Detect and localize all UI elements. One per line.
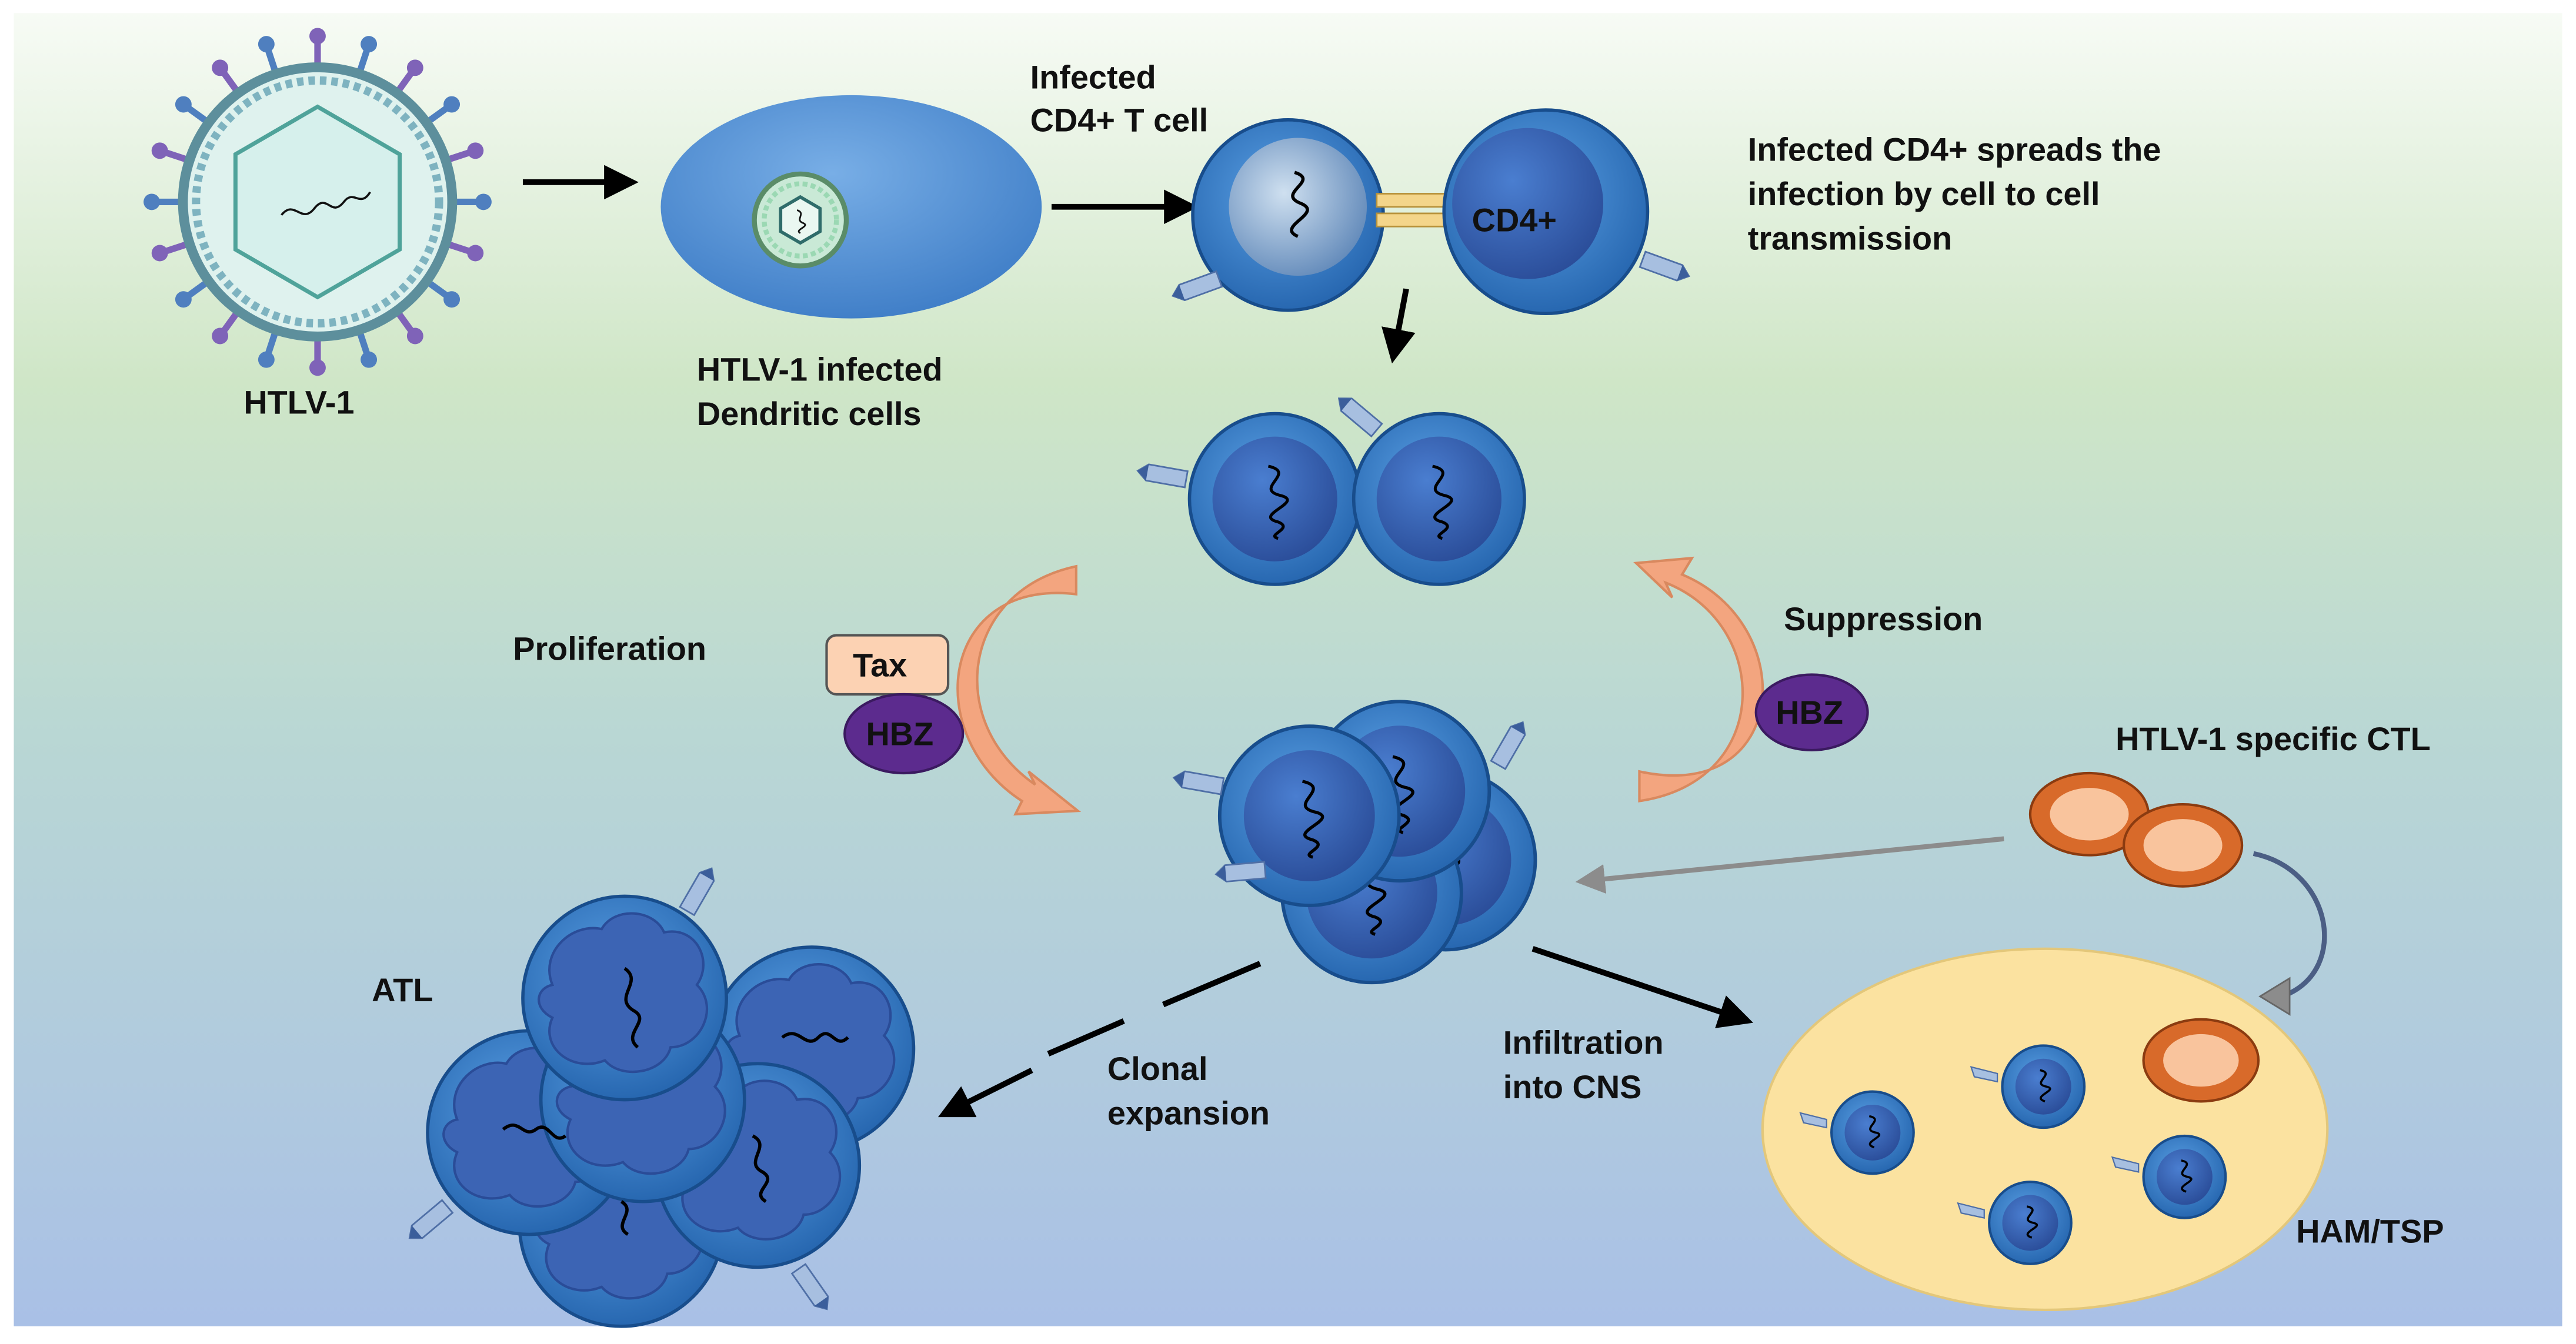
ham-tsp-label: HAM/TSP bbox=[2296, 1212, 2444, 1249]
spread-text-line1: Infected CD4+ spreads the bbox=[1748, 131, 2161, 168]
cns-ctl-cell bbox=[2142, 1018, 2260, 1103]
virion-spike-head bbox=[212, 59, 229, 76]
virion-spike-head bbox=[309, 359, 326, 376]
arrow-down-to-pair bbox=[1382, 288, 1416, 364]
virion-spike-head bbox=[212, 327, 229, 345]
virion-spike-head bbox=[309, 28, 326, 45]
infiltration-arrow bbox=[1531, 946, 1754, 1028]
infected-label-line2: CD4+ T cell bbox=[1030, 101, 1209, 138]
virion-spike-head bbox=[361, 36, 378, 53]
proliferation-arrow bbox=[956, 564, 1082, 816]
spread-text-line3: transmission bbox=[1748, 219, 1952, 256]
virion-spike-head bbox=[151, 142, 168, 159]
hbz-right-label: HBZ bbox=[1776, 694, 1843, 731]
hbz-left-badge bbox=[843, 693, 965, 775]
infected-virion-icon bbox=[752, 171, 849, 269]
clonal-expansion-arrow bbox=[943, 961, 1262, 1115]
virion-spike-head bbox=[144, 193, 160, 210]
ctl-cells bbox=[2028, 771, 2244, 888]
infiltration-label-line2: into CNS bbox=[1503, 1068, 1642, 1105]
ctl-to-cns-arrowhead bbox=[2258, 977, 2291, 1016]
atl-label: ATL bbox=[372, 971, 433, 1008]
tax-label: Tax bbox=[853, 646, 907, 683]
virion-spike-head bbox=[406, 327, 423, 345]
hbz-right-badge bbox=[1754, 673, 1869, 752]
spread-text-line2: infection by cell to cell bbox=[1748, 175, 2100, 212]
ctl-label: HTLV-1 specific CTL bbox=[2115, 720, 2431, 757]
target-cd4-cell bbox=[1442, 108, 1693, 316]
cd4-label: CD4+ bbox=[1472, 202, 1557, 239]
tax-box bbox=[825, 634, 950, 696]
virion-spike-head bbox=[151, 245, 168, 262]
dc-label-line2: Dendritic cells bbox=[697, 395, 922, 432]
htlv1-virion-icon bbox=[144, 28, 492, 376]
virion-spike-head bbox=[361, 351, 378, 368]
suppression-arrow bbox=[1633, 556, 1764, 803]
infected-cd4-cell bbox=[1169, 118, 1385, 312]
clonal-label-line2: expansion bbox=[1107, 1094, 1270, 1131]
infiltration-label-line1: Infiltration bbox=[1503, 1024, 1664, 1061]
hbz-left-label: HBZ bbox=[866, 716, 933, 753]
clonal-label-line1: Clonal bbox=[1107, 1050, 1208, 1087]
infected-label-line1: Infected bbox=[1030, 59, 1156, 96]
virion-spike-head bbox=[443, 291, 461, 308]
virion-spike-head bbox=[443, 96, 461, 113]
ctl-attack-arrow bbox=[1575, 836, 2004, 894]
suppression-label: Suppression bbox=[1784, 600, 1983, 637]
virion-spike-head bbox=[406, 59, 423, 76]
dendritic-cell bbox=[660, 95, 1042, 319]
htlv1-label: HTLV-1 bbox=[243, 384, 354, 421]
virion-spike-head bbox=[475, 193, 492, 210]
virion-spike-head bbox=[175, 291, 192, 308]
atl-tumour-cluster bbox=[403, 863, 913, 1326]
virion-spike-head bbox=[467, 142, 484, 159]
synapse-bridge bbox=[1376, 193, 1453, 228]
proliferation-label: Proliferation bbox=[513, 630, 706, 667]
ctl-to-cns-arrow bbox=[2253, 851, 2327, 997]
virion-spike-head bbox=[175, 96, 192, 113]
virion-spike-head bbox=[258, 36, 275, 53]
virion-spike-head bbox=[258, 351, 275, 368]
dc-label-line1: HTLV-1 infected bbox=[697, 351, 943, 388]
virion-spike-head bbox=[467, 245, 484, 262]
